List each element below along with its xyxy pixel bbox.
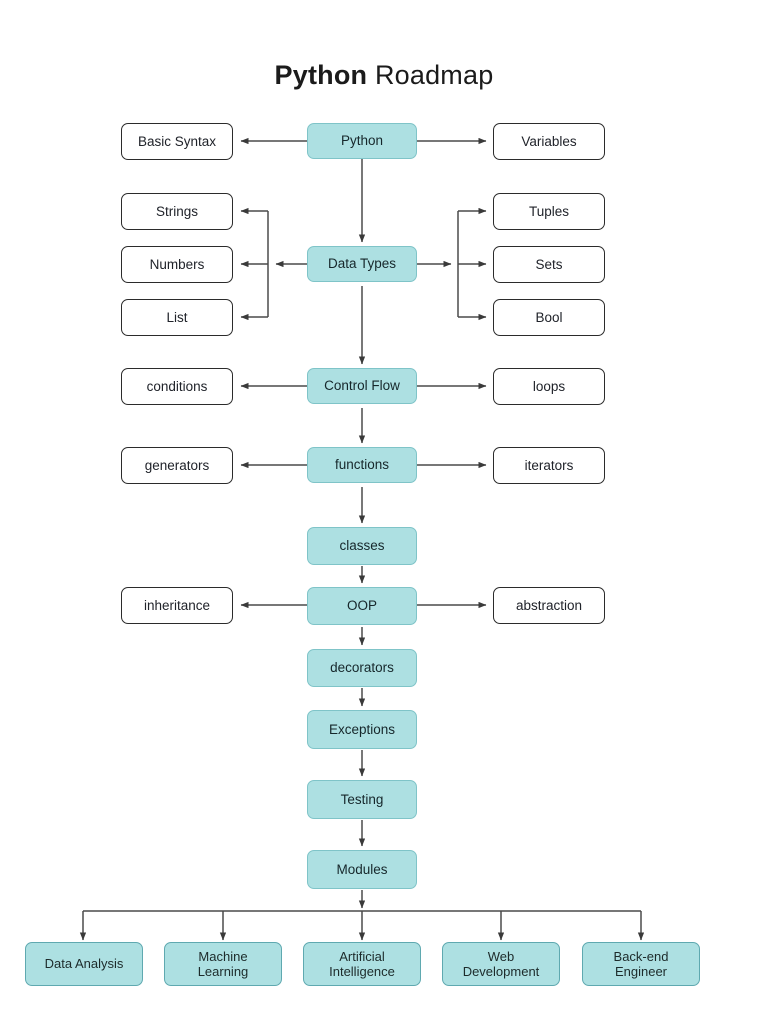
title-light: Roadmap [374,60,494,90]
node-label: Python [340,133,384,149]
node-basic-syntax[interactable]: Basic Syntax [121,123,233,160]
node-outcome-machine-learning[interactable]: Machine Learning [164,942,282,986]
node-label-line1: Web [487,948,515,964]
node-strings[interactable]: Strings [121,193,233,230]
node-label: OOP [346,598,377,614]
node-label: conditions [146,378,208,394]
node-label: decorators [330,660,394,676]
node-conditions[interactable]: conditions [121,368,233,405]
node-label: abstraction [515,597,583,613]
node-abstraction[interactable]: abstraction [493,587,605,624]
node-label: Data Types [327,256,397,272]
node-label: Sets [535,256,563,272]
node-exceptions[interactable]: Exceptions [307,710,417,749]
node-control-flow[interactable]: Control Flow [307,368,417,404]
page-title: Python Roadmap [0,60,768,91]
node-loops[interactable]: loops [493,368,605,405]
node-label: Tuples [528,203,570,219]
node-outcome-web-development[interactable]: Web Development [442,942,560,986]
node-python[interactable]: Python [307,123,417,159]
node-label-line2: Intelligence [329,964,395,979]
node-label: loops [532,378,566,394]
node-outcome-data-analysis[interactable]: Data Analysis [25,942,143,986]
node-label: Testing [340,791,384,807]
node-label: List [166,309,188,325]
node-label: generators [144,457,210,473]
node-label: Variables [521,133,577,149]
node-oop[interactable]: OOP [307,587,417,625]
node-label-line2: Engineer [614,964,668,979]
node-sets[interactable]: Sets [493,246,605,283]
node-label: Numbers [149,256,205,272]
node-label-line1: Data Analysis [44,956,124,972]
node-outcome-back-end-engineer[interactable]: Back-end Engineer [582,942,700,986]
title-strong: Python [274,60,368,90]
node-decorators[interactable]: decorators [307,649,417,687]
node-label-line2: Learning [197,964,249,979]
node-label-line1: Machine [198,948,248,964]
node-label: Exceptions [328,721,396,737]
node-label: Modules [336,861,388,877]
node-label: Strings [155,203,199,219]
node-label: classes [339,538,385,554]
node-iterators[interactable]: iterators [493,447,605,484]
node-outcome-artificial-intelligence[interactable]: Artificial Intelligence [303,942,421,986]
node-label: inheritance [143,597,211,613]
node-generators[interactable]: generators [121,447,233,484]
node-label-line1: Back-end [613,948,669,964]
node-label: Bool [535,309,563,325]
node-data-types[interactable]: Data Types [307,246,417,282]
node-label: iterators [524,457,574,473]
node-variables[interactable]: Variables [493,123,605,160]
node-label: Basic Syntax [137,133,217,149]
node-label: Control Flow [324,378,400,394]
node-testing[interactable]: Testing [307,780,417,819]
node-tuples[interactable]: Tuples [493,193,605,230]
node-classes[interactable]: classes [307,527,417,565]
node-label-line2: Development [462,964,540,979]
node-functions[interactable]: functions [307,447,417,483]
node-numbers[interactable]: Numbers [121,246,233,283]
node-bool[interactable]: Bool [493,299,605,336]
node-inheritance[interactable]: inheritance [121,587,233,624]
node-list[interactable]: List [121,299,233,336]
node-label: functions [334,457,390,473]
node-modules[interactable]: Modules [307,850,417,889]
node-label-line1: Artificial [339,948,385,964]
